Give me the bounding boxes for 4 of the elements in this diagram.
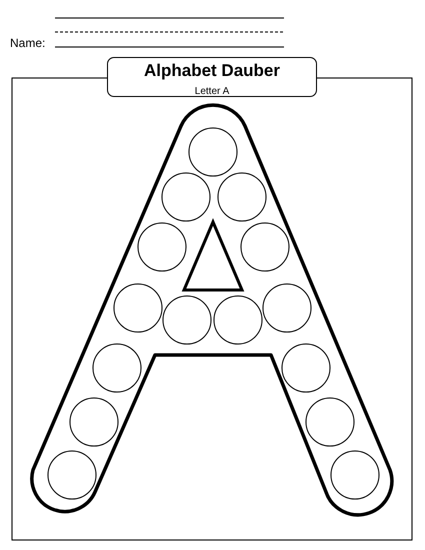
title-box	[107, 57, 317, 97]
name-label: Name:	[10, 36, 46, 50]
subtitle: Letter A	[194, 86, 230, 97]
worksheet-title: Alphabet Dauber	[144, 61, 280, 81]
